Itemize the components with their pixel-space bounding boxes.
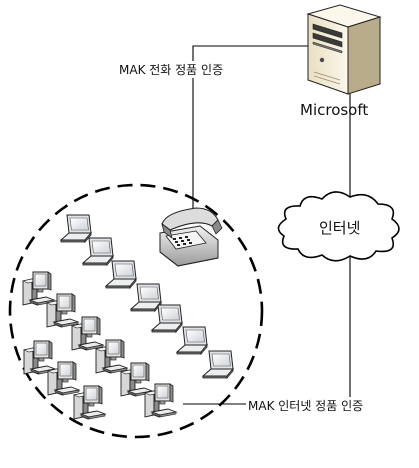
client-network-boundary	[8, 183, 264, 439]
laptop-icon	[60, 214, 92, 243]
internet-activation-label: MAK 인터넷 정품 인증	[246, 397, 366, 414]
server-tower-icon	[306, 4, 382, 95]
laptop-icon	[82, 237, 114, 266]
internet-to-clients-line	[183, 250, 351, 405]
laptop-icon	[130, 283, 162, 312]
desktop-computer-icon	[144, 383, 177, 418]
laptop-icon	[202, 350, 234, 379]
phone-activation-label: MAK 전화 정품 인증	[117, 61, 226, 78]
server-label: Microsoft	[300, 101, 369, 119]
desktop-computer-icon	[22, 271, 55, 306]
phone-activation-line	[192, 45, 310, 218]
laptop-icon	[176, 326, 208, 355]
desktop-computer-icon	[23, 340, 56, 375]
laptop-icon	[105, 260, 137, 289]
telephone-icon	[159, 207, 223, 267]
cloud-icon	[277, 191, 400, 262]
internet-label: 인터넷	[319, 219, 361, 237]
desktop-computer-icon	[47, 361, 80, 396]
